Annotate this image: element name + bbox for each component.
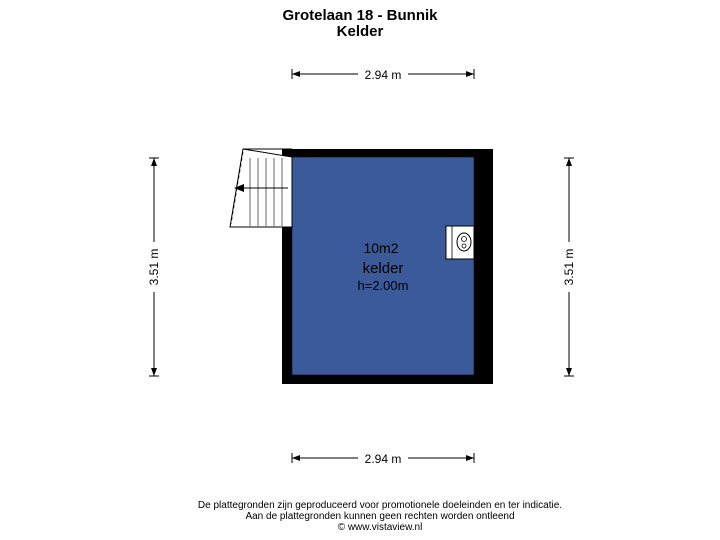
dimension-left-label: 3.51 m	[147, 249, 161, 286]
dimension-right: 3.51 m	[561, 157, 577, 377]
footer-rights: Aan de plattegronden kunnen geen rechten…	[245, 511, 515, 522]
dimension-right-label: 3.51 m	[562, 249, 576, 286]
boiler-icon	[445, 225, 475, 260]
dimension-top: 2.94 m	[291, 66, 475, 82]
dimension-top-label: 2.94 m	[365, 68, 402, 82]
room-height: h=2.00m	[358, 278, 409, 293]
floor-name: Kelder	[336, 23, 384, 40]
footer-copyright: © www.vistaview.nl	[337, 522, 423, 533]
staircase-icon	[229, 148, 293, 228]
room-floor	[291, 156, 475, 376]
dimension-bottom: 2.94 m	[291, 450, 475, 466]
footer-disclaimer: De plattegronden zijn geproduceerd voor …	[197, 500, 563, 511]
room-name: kelder	[363, 260, 404, 277]
dimension-left: 3.51 m	[146, 157, 162, 377]
page-title: Grotelaan 18 - Bunnik	[282, 7, 438, 24]
room-area: 10m2	[363, 240, 398, 256]
dimension-bottom-label: 2.94 m	[365, 452, 402, 466]
